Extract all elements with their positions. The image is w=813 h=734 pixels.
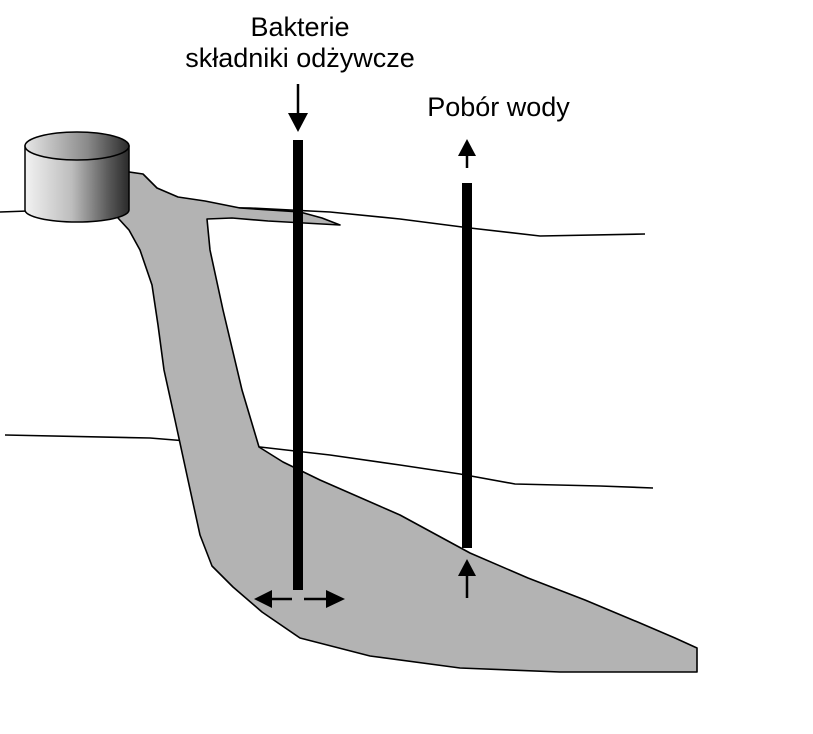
injection-label-bacteria: Bakterie: [250, 12, 350, 42]
arrow-up-icon: [458, 139, 476, 168]
arrow-down-icon: [288, 84, 308, 132]
injection-well: [293, 140, 303, 590]
arrow-up-icon: [458, 559, 476, 598]
aquifer-boundary-line: [4, 434, 654, 489]
extraction-well: [462, 183, 472, 548]
extraction-label: Pobór wody: [427, 92, 570, 122]
contamination-plume: [115, 169, 698, 673]
tank-icon: [24, 131, 130, 223]
injection-label-nutrients: składniki odżywcze: [185, 43, 415, 73]
arrow-left-right-icon: [254, 590, 345, 608]
